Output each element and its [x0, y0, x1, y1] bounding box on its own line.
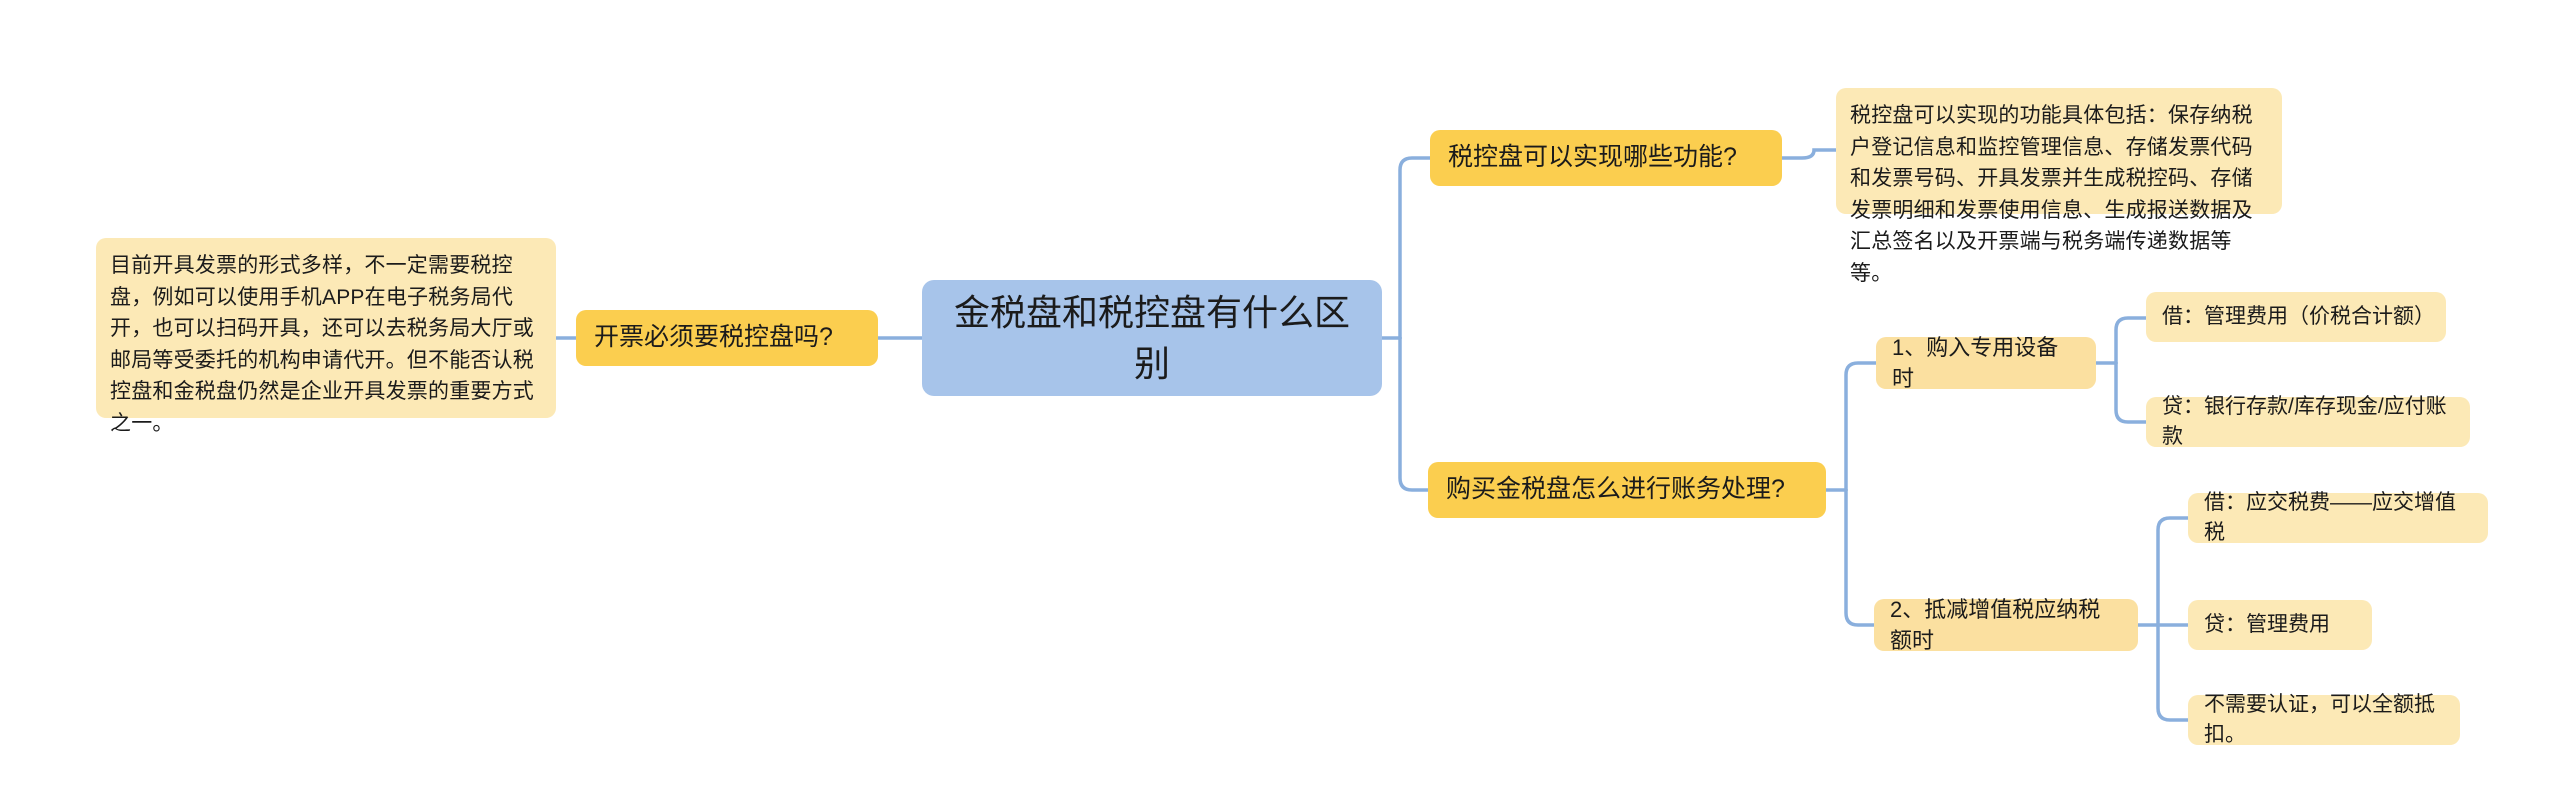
node-label: 购买金税盘怎么进行账务处理? [1446, 475, 1785, 504]
node-invoice-requires-taxdisk-answer[interactable]: 目前开具发票的形式多样，不一定需要税控盘，例如可以使用手机APP在电子税务局代开… [96, 238, 556, 435]
node-label: 税控盘可以实现哪些功能? [1448, 143, 1737, 172]
node-paragraph-text: 税控盘可以实现的功能具体包括：保存纳税户登记信息和监控管理信息、存储发票代码和发… [1850, 104, 2253, 285]
node-label: 不需要认证，可以全额抵扣。 [2204, 693, 2435, 746]
node-taxdisk-functions-answer[interactable]: 税控盘可以实现的功能具体包括：保存纳税户登记信息和监控管理信息、存储发票代码和发… [1836, 88, 2282, 285]
node-label: 贷：银行存款/库存现金/应付账款 [2162, 395, 2447, 448]
node-entry-no-certification-full-deduction[interactable]: 不需要认证，可以全额抵扣。 [2188, 693, 2460, 746]
node-step-purchase-equipment[interactable]: 1、购入专用设备时 [1876, 335, 2096, 391]
node-label: 2、抵减增值税应纳税额时 [1890, 596, 2101, 653]
node-taxdisk-functions-question[interactable]: 税控盘可以实现哪些功能? [1430, 130, 1782, 186]
node-label: 开票必须要税控盘吗? [594, 323, 833, 352]
node-label: 贷：管理费用 [2204, 613, 2330, 637]
node-step-deduct-vat-payable[interactable]: 2、抵减增值税应纳税额时 [1874, 597, 2138, 653]
node-entry-debit-admin-expense[interactable]: 借：管理费用（价税合计额） [2146, 292, 2446, 342]
node-paragraph-text: 目前开具发票的形式多样，不一定需要税控盘，例如可以使用手机APP在电子税务局代开… [110, 254, 534, 435]
node-entry-credit-bank-cash-payable[interactable]: 贷：银行存款/库存现金/应付账款 [2146, 395, 2470, 448]
node-invoice-requires-taxdisk-question[interactable]: 开票必须要税控盘吗? [576, 310, 878, 366]
node-label: 1、购入专用设备时 [1892, 334, 2059, 391]
node-label: 借：应交税费——应交增值税 [2204, 491, 2456, 544]
root-node[interactable]: 金税盘和税控盘有什么区别 [922, 280, 1382, 396]
node-purchase-goldendisk-accounting-question[interactable]: 购买金税盘怎么进行账务处理? [1428, 462, 1826, 518]
node-label: 借：管理费用（价税合计额） [2162, 305, 2435, 329]
node-entry-credit-admin-expense[interactable]: 贷：管理费用 [2188, 600, 2372, 650]
root-node-label: 金税盘和税控盘有什么区别 [953, 291, 1350, 384]
node-entry-debit-tax-payable-vat[interactable]: 借：应交税费——应交增值税 [2188, 491, 2488, 544]
